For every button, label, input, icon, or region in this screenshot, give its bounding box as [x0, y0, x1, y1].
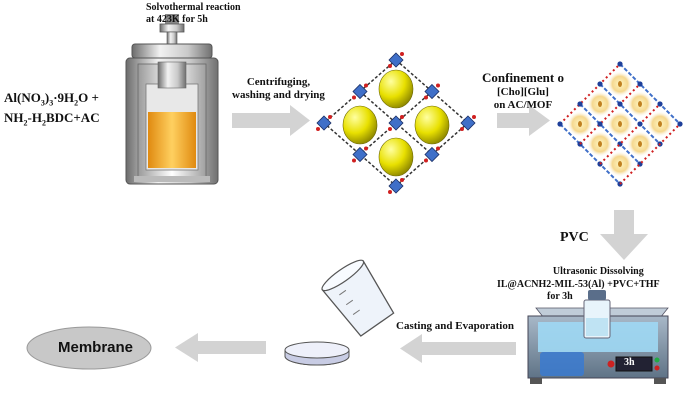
arrow-reactor-to-mof	[232, 105, 310, 136]
pouring-beaker-icon	[321, 259, 395, 337]
autoclave-reactor-icon	[125, 14, 219, 185]
petri-dish-icon	[284, 341, 350, 366]
centrifuge-line1: Centrifuging,	[246, 76, 311, 88]
ultrasonic-label: Ultrasonic Dissolving IL@ACNH2-MIL-53(Al…	[497, 266, 660, 304]
ultrasonic-bath-icon	[527, 290, 669, 384]
confinement-line1: Confinement o	[482, 70, 564, 85]
reactants-line1: Al(NO3)3·9H2O +	[4, 90, 99, 108]
confinement-line3: on AC/MOF	[493, 98, 553, 111]
ultrasonic-line1: Ultrasonic Dissolving	[552, 266, 644, 277]
bath-display: 3h	[624, 357, 635, 368]
arrow-mof-to-il-mof	[497, 105, 550, 136]
confinement-line2: [Cho][Glu]	[497, 85, 549, 98]
ultrasonic-line3: for 3h	[547, 291, 573, 302]
arrow-bath-to-casting	[400, 334, 516, 363]
membrane-label: Membrane	[58, 339, 134, 356]
casting-label: Casting and Evaporation	[396, 320, 514, 332]
reactor-title-line2: at 423K for 5h	[146, 13, 208, 25]
membrane-node	[26, 326, 152, 370]
reactants-label: Al(NO3)3·9H2O + NH2-H2BDC+AC	[4, 89, 100, 130]
centrifuge-label: Centrifuging, washing and drying	[232, 76, 325, 101]
pvc-label: PVC	[560, 230, 589, 245]
reactants-line2: NH2-H2BDC+AC	[4, 110, 100, 128]
confinement-label: Confinement o [Cho][Glu] on AC/MOF	[482, 70, 564, 112]
arrow-casting-to-membrane	[175, 333, 266, 362]
reactor-title: Solvothermal reaction at 423K for 5h	[146, 2, 241, 25]
ultrasonic-line2: IL@ACNH2-MIL-53(Al) +PVC+THF	[497, 278, 660, 290]
il-ac-mof-lattice-icon	[557, 61, 683, 187]
ac-mof-framework-icon	[316, 52, 476, 194]
arrow-down-pvc	[600, 210, 648, 260]
reactor-title-line1: Solvothermal reaction	[146, 2, 241, 13]
centrifuge-line2: washing and drying	[232, 88, 325, 101]
